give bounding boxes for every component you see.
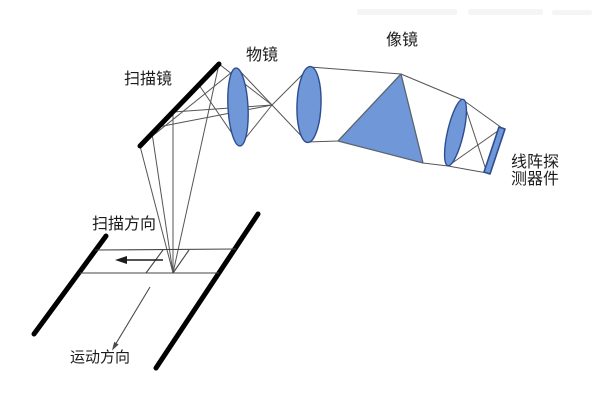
motion-arrow-shaft xyxy=(115,286,151,344)
ray xyxy=(157,104,273,128)
ground-ray xyxy=(172,63,220,274)
footprint-edge-left xyxy=(145,249,164,274)
ray xyxy=(309,66,402,75)
scan-mirror-label: 扫描镜 xyxy=(124,71,173,88)
ray xyxy=(422,162,449,167)
ray xyxy=(462,99,503,129)
objective-lens-label: 物镜 xyxy=(246,47,279,64)
image-lens-label: 像镜 xyxy=(386,32,419,49)
detector-label-line1: 线阵探 xyxy=(511,154,560,171)
ground-rail-left xyxy=(31,233,109,337)
ground-rays xyxy=(139,63,220,274)
detector-label: 线阵探 测器件 xyxy=(511,154,559,188)
top-edge-artifacts xyxy=(357,9,592,15)
ray xyxy=(447,127,503,167)
objective-lens-ellipse xyxy=(227,67,249,147)
ray xyxy=(400,73,464,101)
footprint-edge-right xyxy=(172,249,190,274)
ray xyxy=(447,165,488,174)
scan-direction-label: 扫描方向 xyxy=(92,216,157,233)
relay-lens-ellipse xyxy=(296,65,322,144)
detector-slab xyxy=(483,126,506,175)
prism xyxy=(337,73,424,164)
ray xyxy=(306,140,339,143)
scan-strip xyxy=(80,248,237,274)
ground-ray xyxy=(139,145,174,274)
scan-direction-arrow xyxy=(115,256,163,264)
scan-strip-top xyxy=(94,248,237,251)
scan-arrow-head xyxy=(115,256,127,264)
motion-direction-label: 运动方向 xyxy=(70,350,131,366)
motion-direction-arrow xyxy=(112,286,151,351)
detector-label-line2: 测器件 xyxy=(511,171,560,188)
ray xyxy=(172,104,273,113)
scan-mirror-line xyxy=(137,61,222,149)
motion-arrow-head xyxy=(112,341,119,351)
ray xyxy=(236,67,273,106)
ray xyxy=(139,67,238,147)
focus-lens-ellipse xyxy=(443,98,468,167)
ground-rail-right xyxy=(153,211,261,371)
